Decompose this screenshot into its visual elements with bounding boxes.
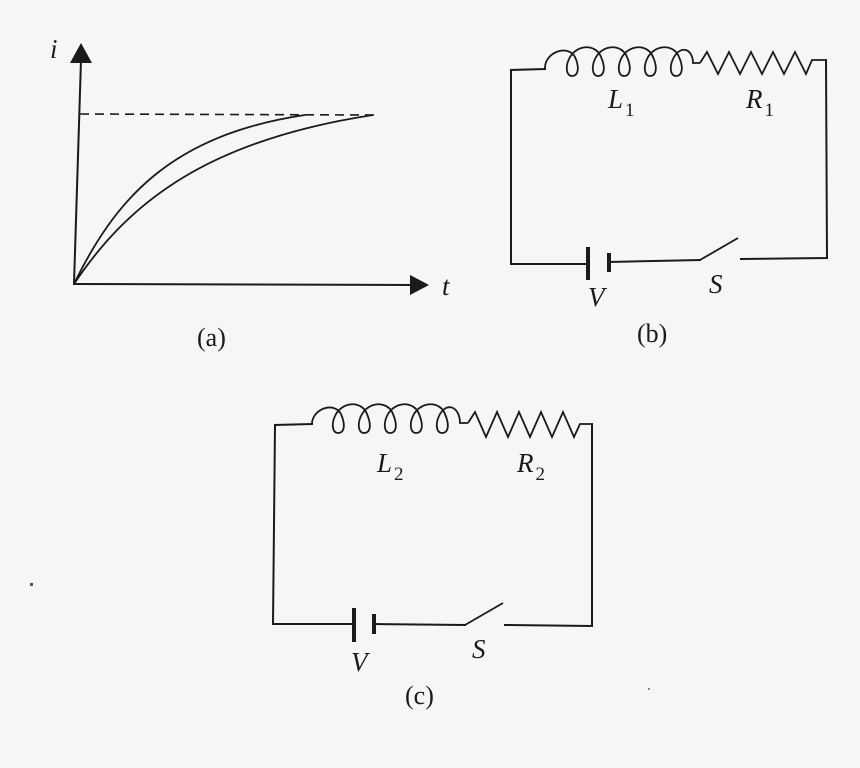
wire-right-c bbox=[503, 423, 593, 628]
wire-left-c bbox=[271, 422, 354, 625]
switch-blade-b[interactable] bbox=[699, 237, 739, 261]
caption-a: (a) bbox=[197, 323, 226, 352]
battery-label-b: V bbox=[588, 282, 608, 312]
wire-left-b bbox=[510, 67, 588, 265]
battery-label-c: V bbox=[351, 647, 371, 677]
slower-rise-curve bbox=[73, 114, 374, 285]
wire-bottom-c bbox=[372, 622, 467, 627]
speck bbox=[30, 583, 33, 586]
y-axis bbox=[72, 58, 83, 286]
wire-bottom-b bbox=[607, 258, 702, 264]
y-axis-label: i bbox=[50, 34, 58, 64]
switch-label-c: S bbox=[472, 634, 486, 664]
inductor-coil-icon bbox=[544, 46, 700, 77]
y-axis-arrow-icon bbox=[70, 43, 92, 63]
caption-c: (c) bbox=[405, 681, 434, 710]
x-axis-label: t bbox=[442, 271, 451, 301]
resistor-zigzag-icon bbox=[467, 409, 592, 440]
x-axis-arrow-icon bbox=[410, 275, 429, 295]
graph-a: i t (a) bbox=[50, 34, 451, 352]
faster-rise-curve bbox=[73, 114, 306, 285]
switch-blade-c[interactable] bbox=[464, 602, 504, 626]
x-axis bbox=[72, 282, 414, 287]
inductor-coil-icon bbox=[311, 403, 468, 434]
switch-label-b: S bbox=[709, 269, 723, 299]
speck bbox=[648, 688, 650, 690]
caption-b: (b) bbox=[637, 319, 667, 348]
wire-right-b bbox=[739, 58, 829, 261]
resistor-zigzag-icon bbox=[699, 49, 826, 77]
asymptote-dashed-line bbox=[79, 113, 375, 116]
